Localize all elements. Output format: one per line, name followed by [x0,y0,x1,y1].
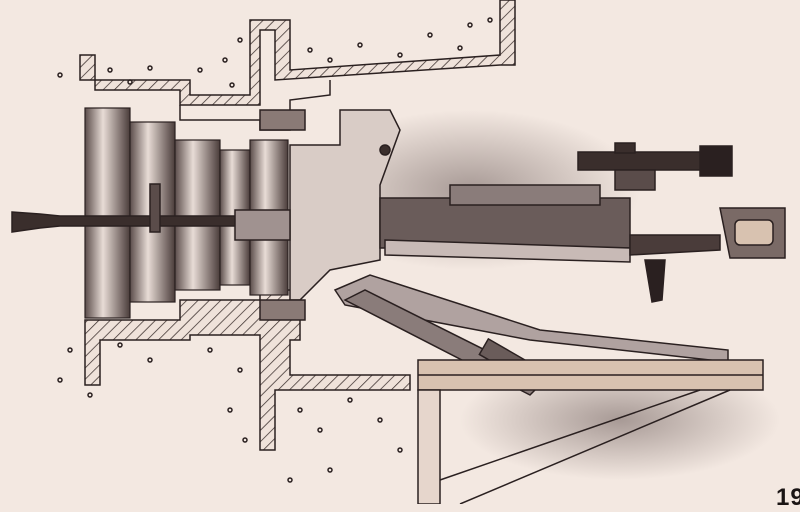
gun-receiver [379,184,786,303]
gravel-texture [57,17,493,483]
page-number: 19 [776,484,800,511]
bunker-wall-bottom [84,289,411,451]
gun-mount [259,109,401,321]
wooden-shelf [417,359,764,504]
gun-barrel [11,183,291,241]
telescopic-sight [577,142,733,191]
